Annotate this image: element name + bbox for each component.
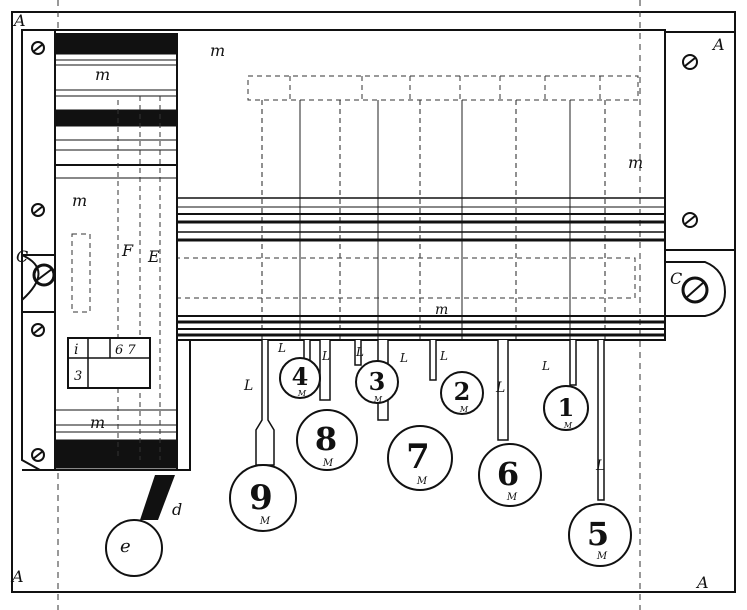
label-L-4: L <box>399 351 408 365</box>
left-bracket-top <box>22 29 56 256</box>
label-F: F <box>121 241 134 260</box>
register-digits-67: 6 7 <box>115 343 136 358</box>
keys: 4 M 3 M 2 M 1 M 8 M 7 M 6 <box>229 357 632 567</box>
svg-text:2: 2 <box>454 377 471 406</box>
label-m-drum-mid: m <box>72 191 87 210</box>
svg-text:3: 3 <box>369 367 386 396</box>
label-L-7: L <box>243 378 253 394</box>
corner-label-bottom-left: A <box>10 567 24 586</box>
register-window: i 6 7 3 <box>67 337 151 389</box>
label-L-9: L <box>595 458 605 474</box>
svg-text:M: M <box>416 476 428 487</box>
label-E: E <box>147 247 160 266</box>
key-4: 4 M <box>279 357 321 399</box>
svg-text:M: M <box>322 458 334 469</box>
left-bracket-bottom <box>22 311 56 471</box>
key-3: 3 M <box>355 360 399 404</box>
label-C-right: C <box>670 269 682 288</box>
label-m-drum-top: m <box>95 65 110 84</box>
key-9: 9 M <box>229 464 297 532</box>
svg-text:6: 6 <box>497 455 519 493</box>
label-m-drum-bottom: m <box>90 413 105 432</box>
base-plate <box>11 11 736 593</box>
svg-text:4: 4 <box>292 362 309 391</box>
key-rods <box>261 100 606 340</box>
svg-text:1: 1 <box>558 393 575 422</box>
label-m-top: m <box>210 41 225 60</box>
label-L-8: L <box>495 380 505 396</box>
label-L-1: L <box>277 341 286 355</box>
lower-crossbar <box>175 315 665 341</box>
svg-text:5: 5 <box>587 515 609 553</box>
crank-handle <box>105 475 175 577</box>
upper-dashed-frame <box>247 75 639 101</box>
right-bracket <box>665 31 736 251</box>
recording-drum: i 6 7 3 <box>54 33 178 471</box>
key-7: 7 M <box>387 425 453 491</box>
corner-label-bottom-right: A <box>695 573 709 592</box>
register-digit-3: 3 <box>74 369 82 384</box>
svg-text:M: M <box>373 395 383 404</box>
key-5: 5 M <box>568 503 632 567</box>
svg-text:M: M <box>459 405 469 414</box>
svg-text:M: M <box>506 492 518 503</box>
housing <box>21 29 666 471</box>
label-m-right: m <box>628 153 643 172</box>
upper-crossbar <box>175 197 665 242</box>
svg-text:9: 9 <box>249 478 273 518</box>
label-e: e <box>120 536 131 557</box>
right-clamp-screw <box>665 261 727 317</box>
mid-dashed-bar <box>174 257 636 299</box>
label-L-2: L <box>321 349 330 363</box>
svg-text:7: 7 <box>406 437 430 477</box>
svg-text:8: 8 <box>315 420 337 458</box>
key-2: 2 M <box>440 371 484 415</box>
key-6: 6 M <box>478 443 542 507</box>
register-digit-i: i <box>74 342 78 358</box>
key-1: 1 M <box>543 385 589 431</box>
svg-text:M: M <box>596 551 608 562</box>
label-m-center: m <box>435 302 448 318</box>
corner-label-top-right: A <box>711 35 725 54</box>
label-C-left: C <box>16 247 28 266</box>
label-d: d <box>172 500 182 519</box>
svg-text:M: M <box>259 516 271 527</box>
label-L-3: L <box>355 345 364 359</box>
key-8: 8 M <box>296 409 358 471</box>
svg-text:M: M <box>563 421 573 430</box>
svg-text:M: M <box>297 389 307 398</box>
label-L-5: L <box>439 349 448 363</box>
corner-label-top-left: A <box>12 11 26 30</box>
label-L-6: L <box>541 359 550 373</box>
